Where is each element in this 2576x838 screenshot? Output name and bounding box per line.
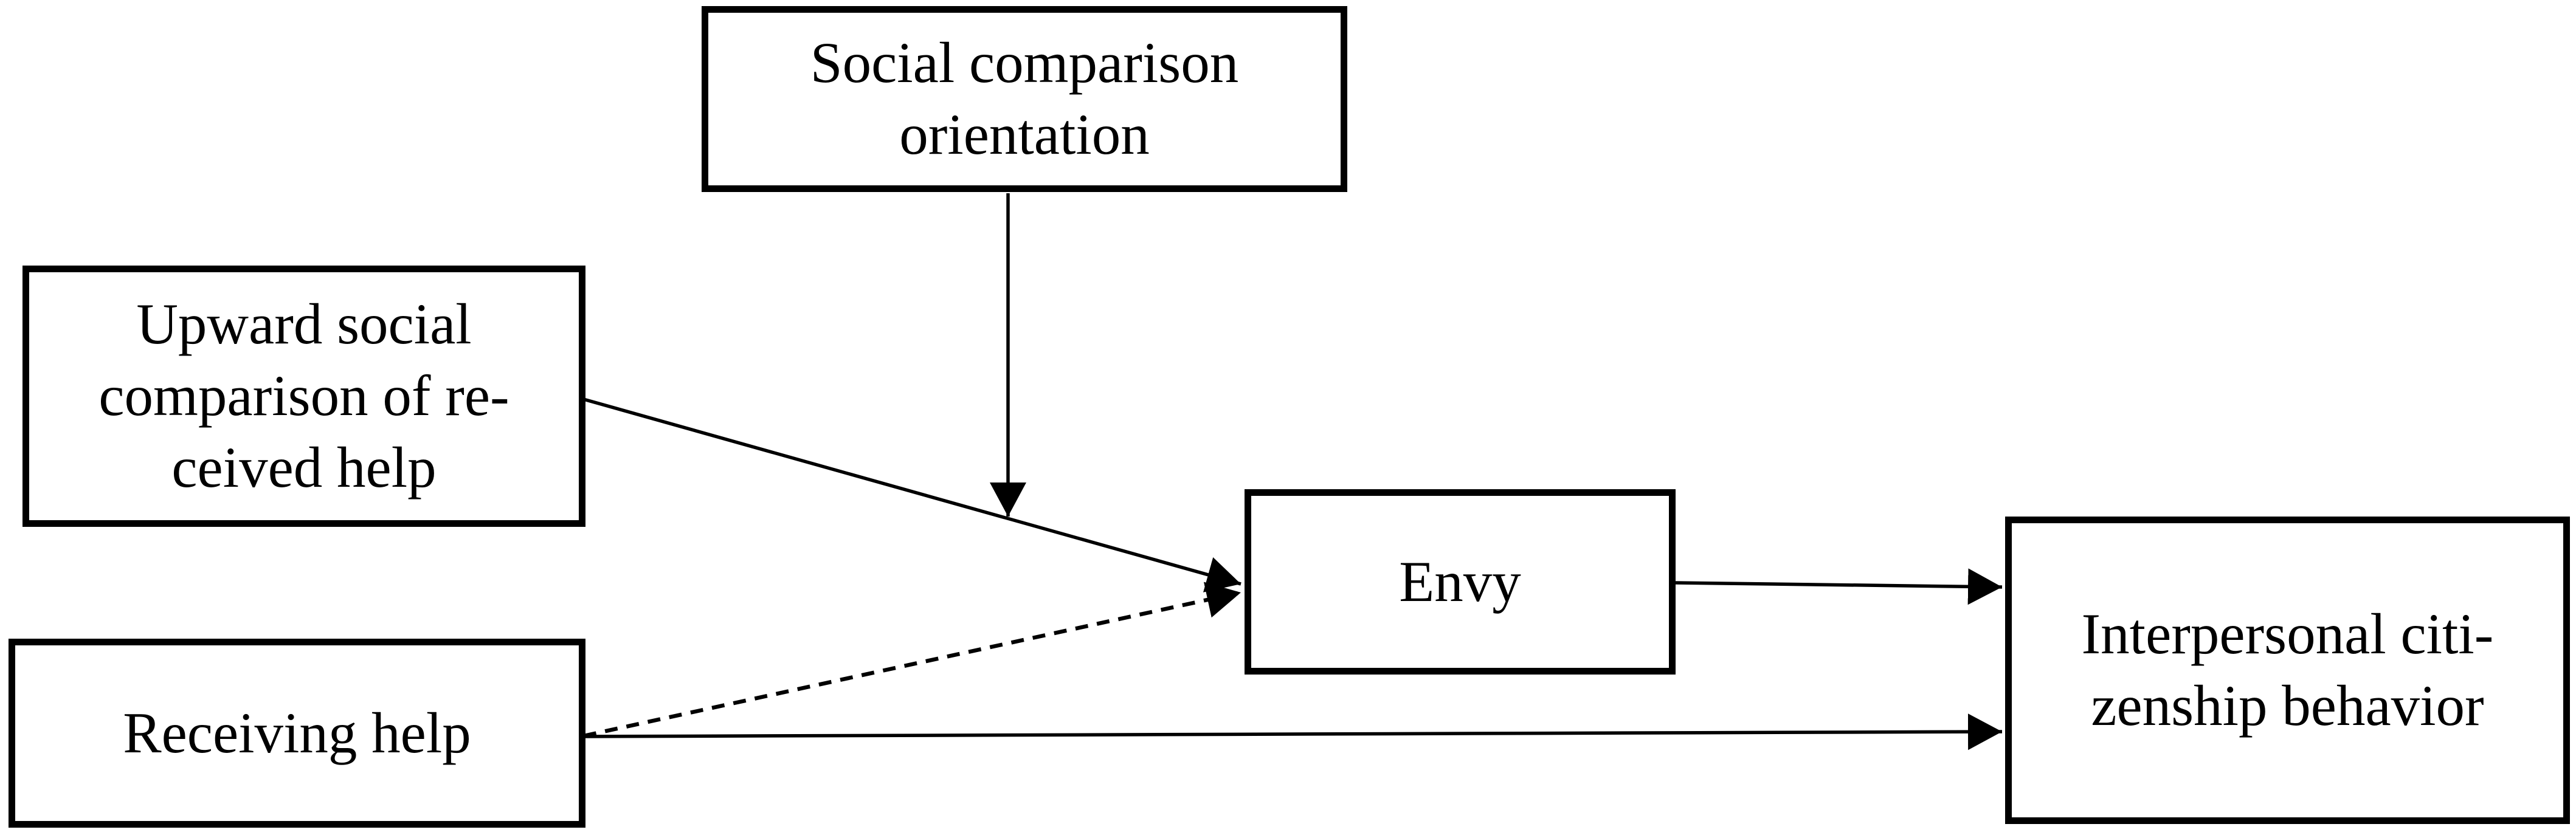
node-social-comparison-orientation: Social comparison orientation bbox=[702, 6, 1347, 192]
arrow-receiving-help-to-icb bbox=[583, 713, 2003, 750]
arrow-receiving-help-to-envy-dashed bbox=[583, 582, 1241, 738]
node-envy: Envy bbox=[1245, 489, 1676, 675]
arrow-upward-comparison-to-envy bbox=[583, 397, 1241, 592]
node-interpersonal-citizenship-behavior: Interpersonal citi- zenship behavior bbox=[2005, 517, 2570, 824]
arrow-envy-to-icb bbox=[1675, 568, 2003, 605]
node-receiving-help: Receiving help bbox=[9, 639, 585, 828]
node-upward-social-comparison-of-received-help: Upward social comparison of re- ceived h… bbox=[22, 266, 585, 527]
